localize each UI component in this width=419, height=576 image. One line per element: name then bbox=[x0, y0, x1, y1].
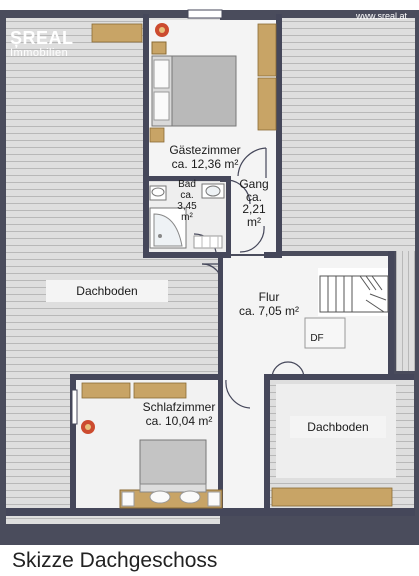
bathtub-icon bbox=[149, 207, 187, 249]
label-bg-dachboden-left bbox=[46, 280, 168, 302]
staircase bbox=[319, 275, 389, 313]
sink-icon bbox=[201, 183, 225, 199]
label-flur: Flur ca. 7,05 m² bbox=[238, 290, 300, 319]
attic-right-strip bbox=[396, 251, 415, 371]
toilet-icon bbox=[149, 185, 167, 201]
brand-subtitle: Immobilien bbox=[10, 47, 69, 59]
label-schlafzimmer: Schlafzimmer ca. 10,04 m² bbox=[142, 400, 216, 429]
label-bg-dachboden-right bbox=[290, 416, 386, 438]
attic-right-top bbox=[281, 18, 415, 251]
label-gang: Gang ca. 2,21 m² bbox=[239, 177, 269, 229]
room-flur-lower bbox=[222, 378, 266, 508]
brand-website: www.sreal.at bbox=[355, 11, 407, 21]
df-box bbox=[304, 317, 346, 349]
label-gaestezimmer: Gästezimmer ca. 12,36 m² bbox=[169, 143, 241, 172]
label-dachboden-left: Dachboden bbox=[76, 284, 138, 298]
bed-gaestezimmer bbox=[151, 41, 237, 127]
floor-plan bbox=[0, 9, 419, 545]
brand-s-icon: Ș bbox=[10, 28, 23, 48]
brand-name: REAL bbox=[22, 28, 74, 48]
room-gang-floor bbox=[230, 172, 276, 254]
interior-walls bbox=[6, 14, 415, 516]
wardrobes bbox=[81, 23, 393, 507]
plant-icon bbox=[81, 420, 95, 434]
plant-icon bbox=[155, 23, 169, 37]
window-top bbox=[187, 9, 223, 19]
brand-logo: ȘREAL Immobilien bbox=[10, 28, 74, 59]
bed-schlafzimmer bbox=[119, 439, 223, 509]
plan-caption: Skizze Dachgeschoss bbox=[12, 549, 218, 572]
shower-tiles bbox=[193, 235, 223, 249]
window-schlafzimmer bbox=[71, 389, 78, 425]
label-dachboden-right: Dachboden bbox=[307, 420, 369, 434]
label-df: DF bbox=[310, 333, 324, 344]
label-bad: Bad ca. 3,45 m² bbox=[177, 179, 197, 223]
